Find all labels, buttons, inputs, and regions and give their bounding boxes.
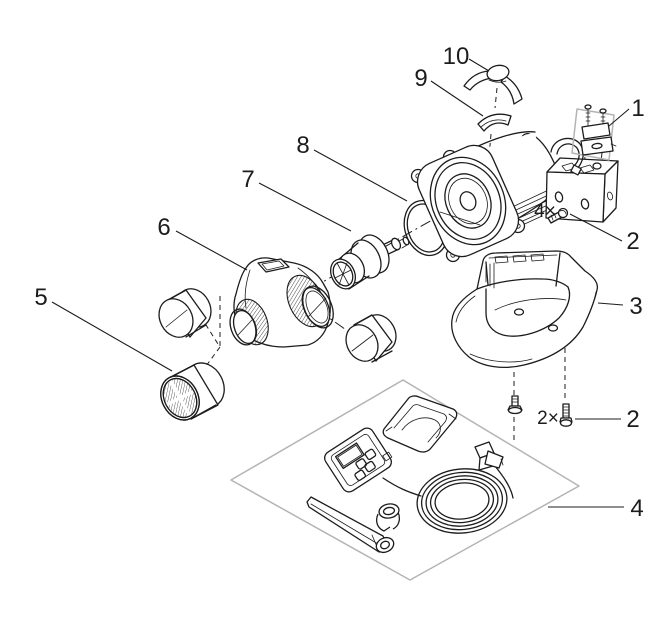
motor-cover-bracket xyxy=(463,64,523,105)
pipe-clip xyxy=(376,503,400,532)
quantity-marker-2x: 2× xyxy=(537,408,559,429)
callout-2-bottom: 2 xyxy=(626,406,639,433)
remote-control xyxy=(324,427,393,493)
callout-10: 10 xyxy=(443,43,470,70)
motor-unit xyxy=(410,131,619,263)
kit-tray xyxy=(382,395,458,453)
callout-leaders xyxy=(51,58,630,508)
cover-knob xyxy=(486,64,510,82)
base-screw-2x xyxy=(559,403,573,427)
callout-4: 4 xyxy=(630,495,643,522)
terminal-clamp xyxy=(571,104,617,161)
quantity-marker-4x: 4× xyxy=(534,201,556,222)
kit-plate xyxy=(230,379,580,581)
callout-6: 6 xyxy=(157,214,170,241)
ground-stake xyxy=(306,496,395,554)
threaded-port-right xyxy=(286,274,334,329)
motor-cable xyxy=(550,137,584,176)
connection-box xyxy=(545,157,619,223)
screw-4x xyxy=(547,207,569,224)
threaded-cap-upper xyxy=(158,288,212,338)
threaded-port-left xyxy=(229,298,269,346)
base-screw xyxy=(507,395,523,415)
remote-cable-port xyxy=(382,451,393,462)
remote-buttons xyxy=(354,448,377,481)
callout-1: 1 xyxy=(631,95,644,122)
callout-2-top: 2 xyxy=(626,228,639,255)
terminal-screw xyxy=(584,104,592,127)
pump-housing xyxy=(229,257,334,348)
terminal-screw xyxy=(599,108,607,131)
strainer-cap xyxy=(160,362,225,421)
callout-8: 8 xyxy=(296,132,309,159)
callout-labels: 10 9 1 8 7 6 5 2 3 2 4 4× 2× xyxy=(34,43,644,522)
threaded-cap-lower xyxy=(345,314,397,363)
impeller xyxy=(329,234,410,290)
remote-display xyxy=(334,442,365,470)
motor-flange xyxy=(410,144,526,263)
motor-cover-clip xyxy=(477,113,512,132)
callout-7: 7 xyxy=(241,166,254,193)
cable-coil xyxy=(382,465,514,534)
callout-5: 5 xyxy=(34,284,47,311)
power-plug xyxy=(474,441,504,471)
callout-9: 9 xyxy=(414,65,427,92)
controller-kit xyxy=(230,379,580,581)
pump-base xyxy=(451,250,599,368)
callout-3: 3 xyxy=(629,293,642,320)
